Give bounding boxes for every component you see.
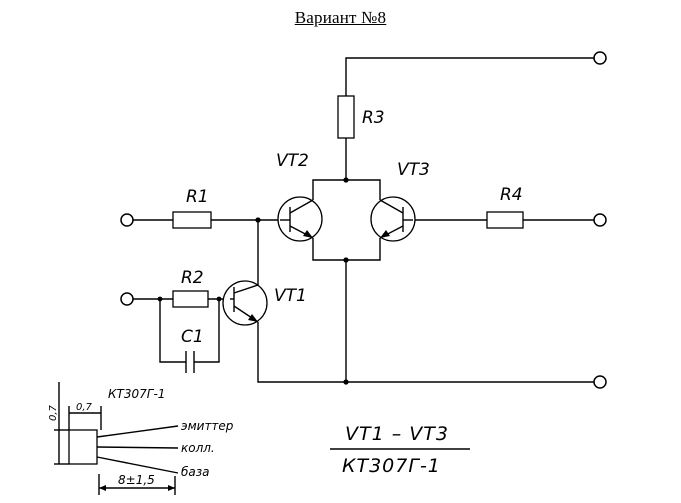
resistor-r2: R2 <box>172 268 209 308</box>
dim-lead-label: 8±1,5 <box>118 473 155 487</box>
wire-emitter-bus <box>312 238 381 261</box>
package-body <box>68 429 98 465</box>
wire-top-rail <box>345 57 594 96</box>
emitter-arrow <box>380 230 390 238</box>
junction-dot <box>343 257 349 263</box>
wire-vt1-emitter <box>257 322 594 383</box>
transistor-envelope <box>222 280 268 326</box>
lead-collector <box>96 446 179 449</box>
pin-label-emitter: эмиттер <box>181 419 234 433</box>
dimension-arrow <box>168 485 175 491</box>
pin-label-base: база <box>181 465 210 479</box>
transistor-vt3: VT3 <box>370 160 430 242</box>
label-r1: R1 <box>186 187 209 207</box>
package-drawing: КТ307Г-1 эмиттер колл. база 0,7 0,7 <box>48 382 234 495</box>
transistor-type-formula: VT1 – VT3 КТ307Г-1 <box>330 423 470 477</box>
package-part-type: КТ307Г-1 <box>108 387 165 401</box>
junction-dot <box>216 296 222 302</box>
lead-emitter <box>96 425 179 438</box>
dim-top-label: 0,7 <box>76 402 93 413</box>
dim-height-label: 0,7 <box>48 404 59 421</box>
label-vt3: VT3 <box>397 160 430 180</box>
formula-numerator: VT1 – VT3 <box>345 423 449 445</box>
emitter-arrow <box>303 230 313 238</box>
resistor-r3: R3 <box>337 95 385 139</box>
dimension-arrow <box>99 485 106 491</box>
transistor-vt2: VT2 <box>276 151 323 242</box>
wire-c1-branch <box>159 299 220 363</box>
resistor-r1: R1 <box>172 187 212 229</box>
label-c1: C1 <box>181 327 204 347</box>
label-vt1: VT1 <box>274 286 307 306</box>
label-r2: R2 <box>181 268 204 288</box>
resistor-body <box>172 211 212 229</box>
junction-dot <box>157 296 163 302</box>
resistor-body <box>172 290 209 308</box>
resistor-r4: R4 <box>486 185 524 229</box>
formula-denominator: КТ307Г-1 <box>342 455 441 477</box>
junction-dot <box>343 177 349 183</box>
label-r4: R4 <box>500 185 523 205</box>
capacitor-c1: C1 <box>181 327 204 373</box>
page-title: Вариант №8 <box>294 8 387 27</box>
lead-base <box>96 456 179 474</box>
emitter-arrow <box>248 314 258 322</box>
output-terminal <box>593 51 607 65</box>
junction-dot <box>343 379 349 385</box>
output-terminal <box>593 375 607 389</box>
collector-lead <box>379 199 404 214</box>
junction-dot <box>255 217 261 223</box>
input-terminal <box>120 213 134 227</box>
transistor-envelope <box>277 196 323 242</box>
wire-collector-bus <box>312 179 381 200</box>
resistor-body <box>486 211 524 229</box>
output-terminal <box>593 213 607 227</box>
junctions <box>157 177 349 385</box>
terminals <box>120 51 607 389</box>
label-vt2: VT2 <box>276 151 309 171</box>
resistor-body <box>337 95 355 139</box>
pin-label-collector: колл. <box>181 441 215 455</box>
transistor-vt1: VT1 <box>222 280 307 326</box>
transistor-envelope <box>370 196 416 242</box>
collector-lead <box>289 199 314 214</box>
collector-lead <box>233 284 259 294</box>
input-terminal <box>120 292 134 306</box>
label-r3: R3 <box>362 108 385 128</box>
